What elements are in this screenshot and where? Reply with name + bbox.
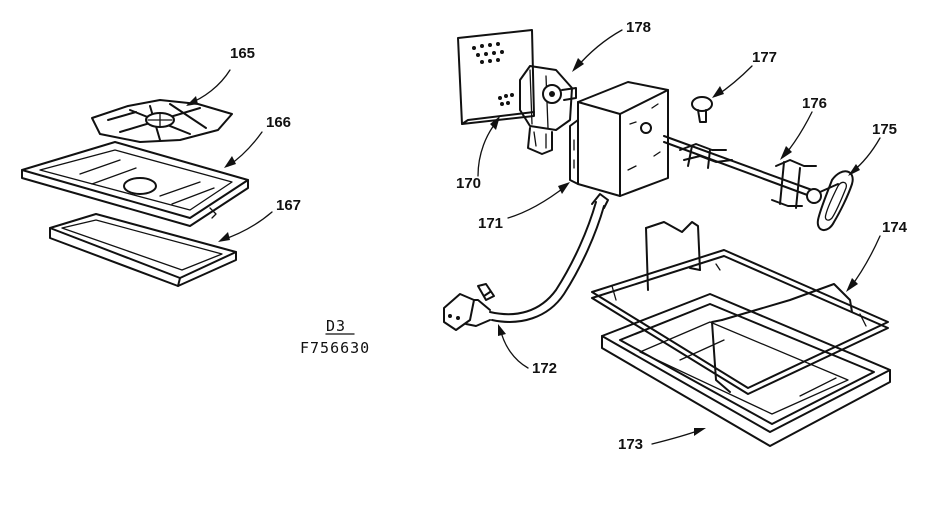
label-172: 172 bbox=[532, 360, 557, 377]
label-175: 175 bbox=[872, 121, 897, 138]
label-167: 167 bbox=[276, 197, 301, 214]
label-170: 170 bbox=[456, 175, 481, 192]
drawing-code: D3 F756630 bbox=[300, 317, 370, 357]
part-177-knob bbox=[691, 96, 713, 123]
part-167-drip-pan bbox=[49, 213, 237, 287]
drawing-code-bottom: F756630 bbox=[300, 339, 370, 357]
drawing-code-top: D3 bbox=[326, 317, 346, 335]
part-170-mounting-plate bbox=[457, 29, 535, 125]
part-labels: 165 166 167 170 171 172 173 174 175 176 … bbox=[230, 19, 908, 453]
label-166: 166 bbox=[266, 114, 291, 131]
leader-arrows bbox=[186, 29, 881, 445]
label-177: 177 bbox=[752, 49, 777, 66]
part-166-broiler-tray bbox=[21, 141, 249, 227]
part-174-wire-rack bbox=[591, 221, 889, 395]
label-174: 174 bbox=[882, 219, 908, 236]
part-173-roasting-pan bbox=[601, 293, 891, 447]
part-172-power-cord bbox=[443, 193, 609, 331]
label-173: 173 bbox=[618, 436, 643, 453]
label-178: 178 bbox=[626, 19, 651, 36]
part-175-spit-handle bbox=[806, 170, 854, 231]
label-171: 171 bbox=[478, 215, 503, 232]
part-176-spit-rod bbox=[663, 135, 817, 209]
label-165: 165 bbox=[230, 45, 255, 62]
label-176: 176 bbox=[802, 95, 827, 112]
part-178-motor bbox=[519, 65, 577, 155]
part-171-motor-housing bbox=[569, 81, 669, 197]
part-165-grate bbox=[91, 99, 233, 143]
